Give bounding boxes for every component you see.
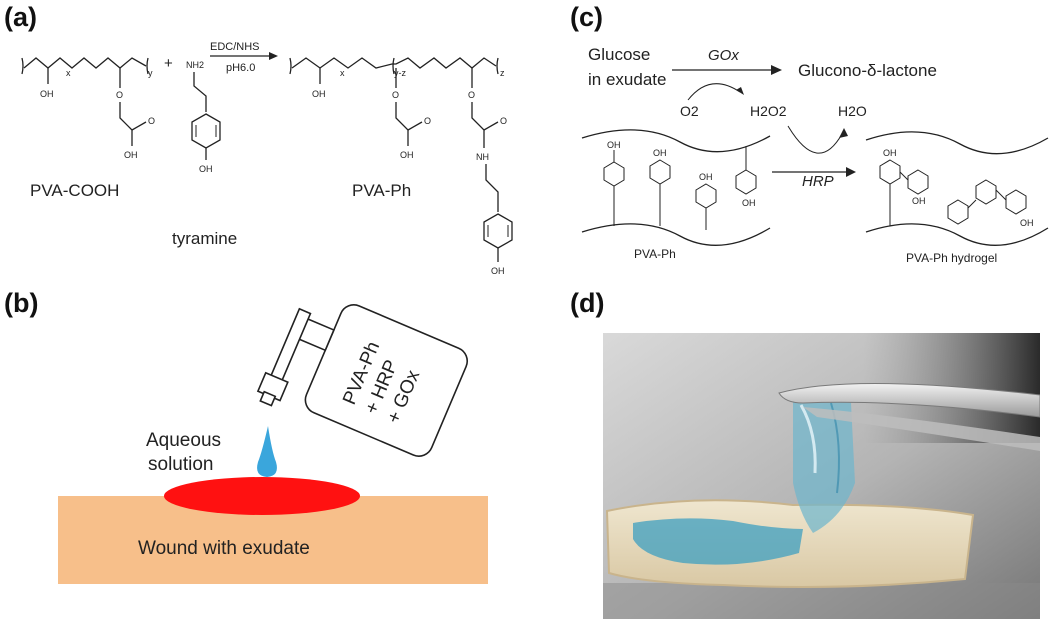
plus-sign: + [164,55,173,72]
pva-ph-hydrogel-network: OH OH OH [865,131,1049,246]
phenol-oh-label: OH [912,196,926,206]
panel-label-b: (b) [4,288,39,318]
subscript-x: x [66,68,71,78]
compound-label-pva-cooh: PVA-COOH [30,181,119,200]
panel-a-scheme: OH x O O OH y + NH2 OH EDC/NHS pH6.0 [21,41,513,276]
ether-o-label: O [116,90,123,100]
pva-ph-structure: OH x O O OH y-z O O NH OH z [289,57,513,276]
spray-bottle: PVA-Ph + HRP + GOx [256,304,469,457]
o2-label: O2 [680,103,699,119]
hydrogel-photo [603,333,1040,619]
compound-label-tyramine: tyramine [172,229,237,248]
panel-label-a: (a) [4,2,37,32]
acid-oh-label: OH [124,150,138,160]
amine-label: NH2 [186,60,204,70]
h2o2-label: H2O2 [750,103,787,119]
subscript-y-minus-z: y-z [394,68,406,78]
phenol-oh-label: OH [653,148,667,158]
forceps [778,382,1040,418]
aqueous-solution-label: Aqueous [146,430,221,451]
reagent-label: EDC/NHS [210,41,260,53]
panel-label-d: (d) [570,288,605,318]
subscript-y: y [148,68,153,78]
glucose-label: in exudate [588,70,666,89]
phenol-oh-label: OH [607,140,621,150]
amide-nh-label: NH [476,152,489,162]
hydrogel-label: PVA-Ph hydrogel [906,251,997,265]
gluconolactone-label: Glucono-δ-lactone [798,61,937,80]
subscript-z: z [500,68,505,78]
ether-o-label: O [468,90,475,100]
carbonyl-o-label: O [424,116,431,126]
hydrogel-film-spread [633,518,803,565]
oh-atom-label: OH [40,89,54,99]
glucose-label: Glucose [588,45,650,64]
oh-atom-label: OH [312,89,326,99]
ether-o-label: O [392,90,399,100]
wound-exudate [164,477,360,515]
hydrogel-photo-drawing [603,333,1040,619]
hrp-enzyme-label: HRP [802,173,834,190]
carbonyl-o-label: O [148,116,155,126]
aqueous-solution-label: solution [148,454,214,475]
pva-cooh-structure: OH x O O OH y [21,57,155,160]
phenol-oh-label: OH [199,164,213,174]
subscript-x: x [340,68,345,78]
phenol-oh-label: OH [491,266,505,276]
compound-label-pva-ph: PVA-Ph [352,181,411,200]
pva-ph-label: PVA-Ph [634,247,676,261]
tyramine-structure: NH2 OH [186,60,221,174]
panel-c-scheme: Glucose in exudate GOx Glucono-δ-lactone… [581,45,1049,265]
amide-o-label: O [500,116,507,126]
phenol-oh-label: OH [742,198,756,208]
panel-b-illustration: PVA-Ph + HRP + GOx Aqueous solution Woun… [58,304,488,584]
solution-droplet [257,426,277,477]
phenol-oh-label: OH [699,172,713,182]
condition-label: pH6.0 [226,62,255,74]
h2o-label: H2O [838,103,867,119]
gox-enzyme-label: GOx [708,47,739,64]
panel-label-c: (c) [570,2,603,32]
phenol-oh-label: OH [1020,218,1034,228]
hydrogel-film-lifted [793,394,855,533]
pva-ph-chains: OH OH OH OH [581,129,771,246]
wound-label: Wound with exudate [138,538,310,559]
phenol-oh-label: OH [883,148,897,158]
acid-oh-label: OH [400,150,414,160]
